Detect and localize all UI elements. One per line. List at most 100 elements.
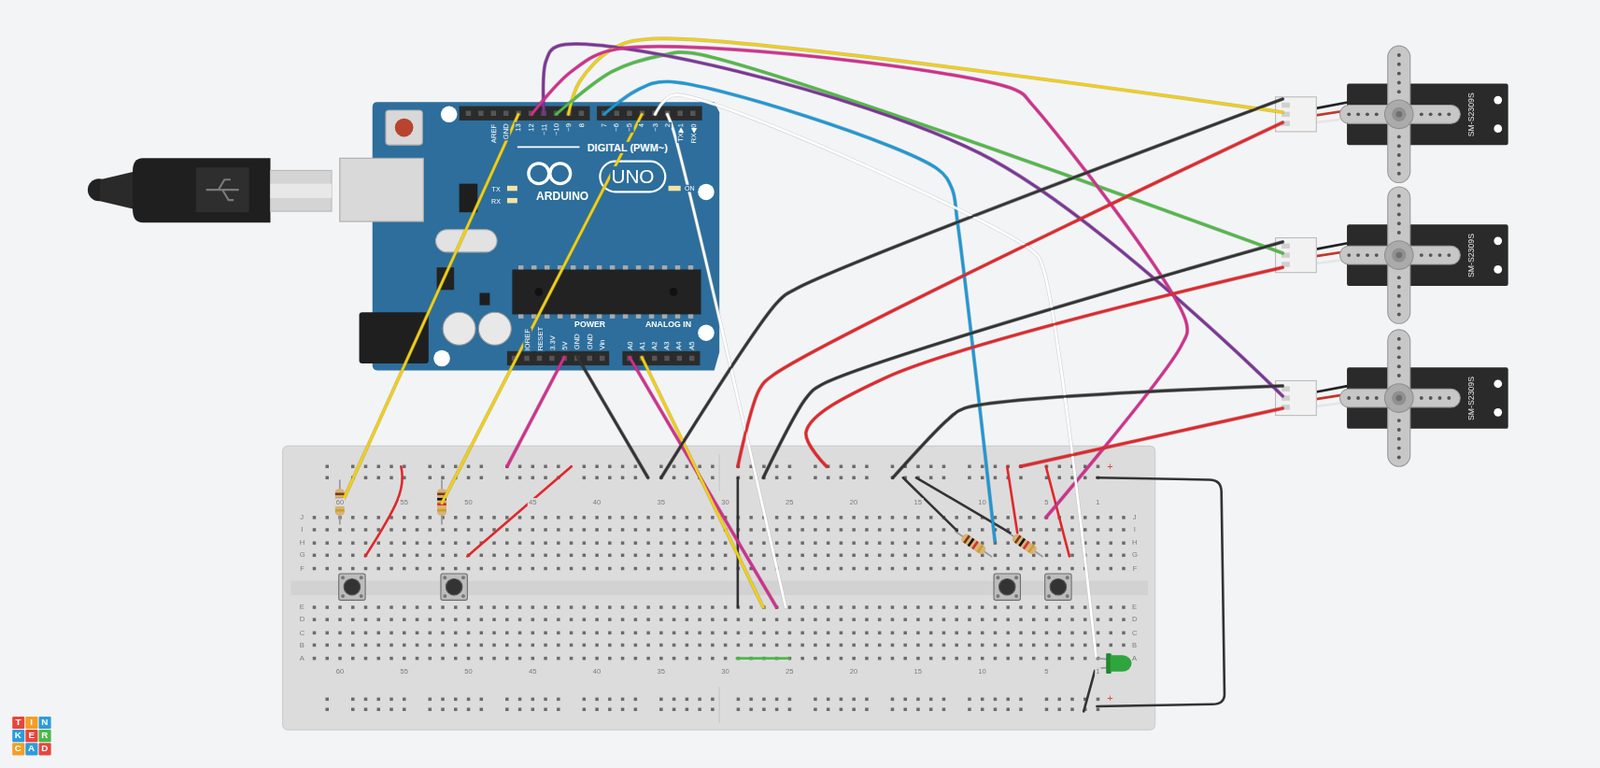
breadboard-hole xyxy=(697,617,701,621)
board-label: ~5 xyxy=(625,122,634,133)
breadboard-hole xyxy=(710,656,714,660)
breadboard-hole xyxy=(646,605,650,609)
breadboard-label: 30 xyxy=(720,497,731,506)
breadboard-hole xyxy=(980,553,984,557)
horn-hole xyxy=(1397,446,1402,451)
breadboard-label: A xyxy=(298,653,306,662)
breadboard-hole xyxy=(312,643,316,647)
chip-leg xyxy=(688,313,694,318)
breadboard-hole xyxy=(440,656,444,660)
breadboard-hole xyxy=(453,697,457,701)
breadboard-hole xyxy=(813,697,817,701)
breadboard-hole xyxy=(377,697,381,701)
model-label: SM-S2309S xyxy=(1467,91,1477,138)
breadboard-hole xyxy=(697,707,701,711)
horn-hub xyxy=(1391,390,1406,405)
breadboard-hole xyxy=(1057,656,1061,660)
breadboard-hole xyxy=(1096,631,1100,635)
breadboard-hole xyxy=(377,566,381,570)
breadboard-hole xyxy=(891,617,894,621)
breadboard-hole xyxy=(916,643,920,647)
breadboard-hole xyxy=(492,515,496,519)
breadboard-hole xyxy=(800,617,804,621)
breadboard-hole xyxy=(788,515,792,519)
breadboard-hole xyxy=(762,697,765,701)
breadboard-hole xyxy=(518,476,522,480)
breadboard-hole xyxy=(428,697,432,701)
breadboard-hole xyxy=(800,566,804,570)
breadboard-hole xyxy=(723,656,727,660)
breadboard-hole xyxy=(428,605,432,609)
breadboard-hole xyxy=(839,527,843,531)
breadboard-label: J xyxy=(1132,513,1138,522)
wire-outline xyxy=(661,99,1283,478)
breadboard-hole xyxy=(672,643,676,647)
breadboard-hole xyxy=(531,707,535,711)
header-socket xyxy=(587,355,593,361)
breadboard-hole xyxy=(646,553,650,557)
breadboard-hole xyxy=(1121,553,1125,557)
breadboard-hole xyxy=(389,566,393,570)
breadboard-hole xyxy=(646,656,650,660)
header-socket xyxy=(677,111,682,116)
chip-leg xyxy=(649,265,654,270)
breadboard-label: I xyxy=(1132,525,1137,534)
wire-outline xyxy=(507,356,565,467)
breadboard-hole xyxy=(697,697,701,701)
breadboard-hole xyxy=(1070,617,1074,621)
breadboard-hole xyxy=(543,631,547,635)
breadboard-hole xyxy=(402,617,406,621)
breadboard-hole xyxy=(621,527,624,531)
pushbutton xyxy=(339,573,366,600)
breadboard-hole xyxy=(543,465,547,468)
breadboard-hole xyxy=(839,656,843,660)
resistor-body xyxy=(1010,532,1038,555)
breadboard-hole xyxy=(967,697,971,701)
breadboard-hole xyxy=(440,643,444,647)
breadboard-hole xyxy=(980,566,984,570)
breadboard-label: J xyxy=(298,513,305,522)
breadboard-hole xyxy=(864,527,868,531)
breadboard-body xyxy=(283,445,1156,730)
breadboard-hole xyxy=(1070,697,1074,701)
wire-outline xyxy=(737,122,1283,467)
board-label: ~9 xyxy=(564,122,572,133)
breadboard-hole xyxy=(1057,566,1061,570)
breadboard-hole xyxy=(518,631,522,635)
breadboard-label: E xyxy=(298,603,306,611)
breadboard-hole xyxy=(621,566,624,570)
breadboard-label: 15 xyxy=(912,666,923,675)
horn-hole xyxy=(1397,203,1402,208)
breadboard-hole xyxy=(993,643,997,647)
breadboard-hole xyxy=(1032,566,1035,570)
breadboard-hole xyxy=(389,476,393,480)
breadboard-hole xyxy=(505,527,509,531)
breadboard-hole xyxy=(453,515,457,519)
breadboard-hole xyxy=(325,643,328,647)
logo-tile: T xyxy=(12,716,25,729)
wire-outline xyxy=(806,267,1283,467)
breadboard-hole xyxy=(954,515,958,519)
breadboard-hole xyxy=(377,465,381,468)
chip-leg xyxy=(570,313,576,318)
horn-hole xyxy=(1397,364,1402,369)
breadboard-hole xyxy=(543,476,547,480)
breadboard-hole xyxy=(916,465,920,468)
breadboard-hole xyxy=(736,707,740,711)
breadboard-hole xyxy=(1121,527,1125,531)
breadboard-hole xyxy=(1032,527,1035,531)
horn-hole xyxy=(1397,373,1402,378)
breadboard-hole xyxy=(903,553,907,557)
wire-outline xyxy=(577,356,648,478)
breadboard-hole xyxy=(325,527,328,531)
logo-tile: N xyxy=(39,716,52,729)
breadboard-hole xyxy=(608,465,611,468)
breadboard-hole xyxy=(505,697,509,701)
breadboard-hole xyxy=(864,707,868,711)
pushbutton xyxy=(440,573,468,600)
breadboard-hole xyxy=(1096,697,1100,701)
breadboard-hole xyxy=(967,656,971,660)
breadboard-hole xyxy=(1109,631,1113,635)
breadboard-hole xyxy=(312,656,316,660)
breadboard-hole xyxy=(1045,631,1048,635)
